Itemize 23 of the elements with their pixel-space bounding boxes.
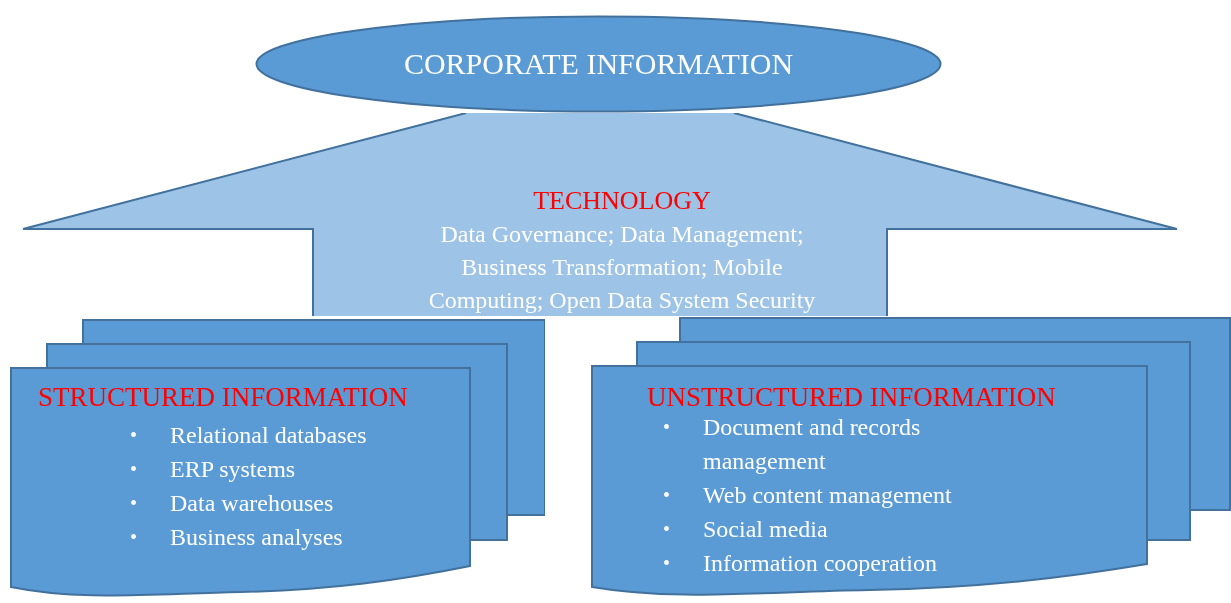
bullet-item: Information cooperation <box>703 549 937 578</box>
bullet-marker: • <box>663 483 671 508</box>
bullet-marker: • <box>663 551 671 576</box>
section-heading: TECHNOLOGY <box>533 185 711 217</box>
section-heading: STRUCTURED INFORMATION <box>38 381 408 414</box>
bullet-item: Data warehouses <box>170 489 334 518</box>
bullet-marker: • <box>130 423 138 448</box>
bullet-marker: • <box>663 517 671 542</box>
bullet-item: Social media <box>703 515 828 544</box>
section-heading: UNSTRUCTURED INFORMATION <box>647 381 1056 414</box>
bullet-item: Business analyses <box>170 523 343 552</box>
bullet-item: Document and records management <box>703 413 922 476</box>
description-text: Data Governance; Data Management; Business Transformation; Mobile Computing; Open Data System Security <box>427 220 817 315</box>
ellipse-node <box>255 15 942 113</box>
bullet-item: Relational databases <box>170 421 367 450</box>
bullet-marker: • <box>130 491 138 516</box>
up-arrow-shape <box>22 113 1178 316</box>
bullet-marker: • <box>130 525 138 550</box>
bullet-marker: • <box>663 415 671 440</box>
bullet-item: ERP systems <box>170 455 296 484</box>
bullet-item: Web content management <box>703 481 952 510</box>
bullet-marker: • <box>130 457 138 482</box>
node-title: CORPORATE INFORMATION <box>403 46 794 83</box>
